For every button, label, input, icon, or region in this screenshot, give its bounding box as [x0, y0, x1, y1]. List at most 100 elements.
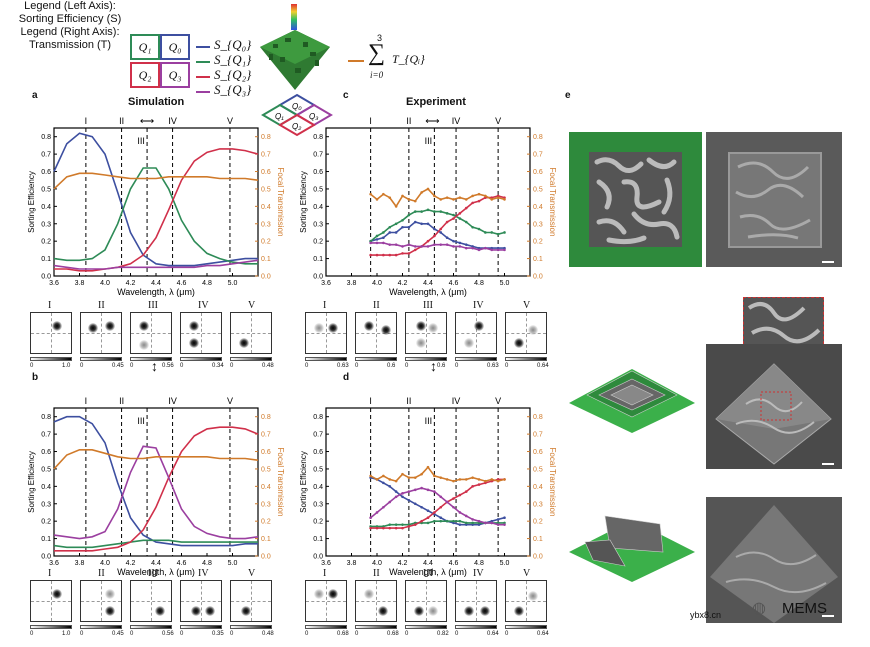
data-point [375, 511, 379, 514]
data-point [413, 245, 417, 248]
y-tick-label: 0.1 [313, 536, 323, 543]
data-point [394, 205, 398, 208]
x-tick-label: 5.0 [228, 280, 238, 287]
data-point [477, 483, 481, 486]
sem-top-view [706, 132, 842, 267]
data-point [369, 241, 372, 245]
y-tick-label: 0.3 [313, 501, 323, 508]
data-point [458, 217, 462, 220]
y2-tick-label: 0.8 [533, 134, 543, 141]
legend-line-q2 [196, 76, 210, 78]
x-tick-label: 3.8 [75, 560, 85, 567]
quadrant-divider-h [306, 333, 346, 334]
x-tick-label: 4.6 [177, 280, 187, 287]
quadrant-divider-h [181, 333, 221, 334]
colorbar [405, 357, 447, 361]
data-point [445, 236, 449, 239]
colorbar-max: 0.34 [212, 363, 224, 369]
spot-roman-label: IV [198, 300, 209, 311]
x-tick-label: 4.0 [372, 560, 382, 567]
colorbar-min: 0 [405, 631, 409, 637]
data-point [413, 248, 417, 252]
data-point [445, 243, 449, 246]
data-point [407, 476, 411, 479]
data-point [496, 248, 500, 252]
data-point [484, 194, 487, 198]
data-point [394, 231, 398, 234]
data-point [458, 478, 462, 481]
colorbar [230, 625, 272, 629]
data-point [407, 525, 411, 528]
data-point [452, 519, 455, 523]
data-point [382, 231, 385, 234]
data-point [452, 239, 455, 243]
series-line-t [53, 172, 259, 190]
colorbar [230, 357, 272, 361]
region-label: V [227, 116, 233, 126]
data-point [394, 490, 398, 493]
data-point [433, 519, 436, 523]
series-line-s_q0 [53, 415, 258, 547]
region-label: V [227, 396, 233, 406]
colorbar [30, 357, 72, 361]
quadrant-divider-h [456, 333, 496, 334]
series-line-s_q3 [53, 445, 259, 540]
data-point [477, 519, 481, 523]
data-point [471, 201, 474, 205]
data-point [439, 476, 443, 479]
arrow-horizontal: ⟷ [425, 116, 439, 127]
data-point [464, 246, 468, 250]
data-point [426, 239, 430, 243]
data-point [503, 478, 506, 481]
x-tick-label: 4.6 [177, 560, 187, 567]
colorbar-max: 1.0 [62, 631, 71, 637]
data-point [433, 227, 436, 231]
y-axis-label: Sorting Efficiency [27, 451, 36, 513]
data-point [433, 194, 436, 198]
y2-tick-label: 0.6 [533, 449, 543, 456]
data-point [375, 253, 379, 257]
data-point [439, 227, 443, 231]
y-tick-label: 0.8 [41, 134, 51, 141]
colorbar [80, 625, 122, 629]
spot-roman-label: I [48, 300, 52, 311]
y2-tick-label: 0.7 [261, 152, 271, 159]
y2-tick-label: 0.1 [533, 536, 543, 543]
spot-roman-label: III [148, 300, 158, 311]
y2-axis-label: Focal Transmission [276, 448, 285, 517]
y2-axis-label: Focal Transmission [548, 168, 557, 237]
quadrant-divider-h [306, 601, 346, 602]
data-point [413, 220, 417, 224]
x-tick-label: 3.6 [49, 560, 59, 567]
data-point [375, 478, 379, 481]
colorbar-max: 1.0 [62, 363, 71, 369]
x-tick-label: 4.8 [474, 280, 484, 287]
focal-spot-image [230, 312, 272, 354]
x-tick-label: 3.6 [321, 560, 331, 567]
data-point [375, 238, 379, 241]
sum-top: 3 [377, 33, 383, 43]
focal-spot-image [455, 312, 497, 354]
data-point [464, 243, 468, 246]
colorbar-max: 0.68 [387, 631, 399, 637]
data-point [407, 213, 411, 217]
quadrant-divider-h [356, 333, 396, 334]
data-point [426, 222, 430, 226]
spot-roman-label: V [248, 568, 256, 579]
colorbar-min: 0 [355, 363, 359, 369]
legend-line-q3 [196, 91, 210, 93]
data-point [484, 246, 487, 250]
x-tick-label: 4.6 [449, 280, 459, 287]
y-axis-label: Sorting Efficiency [299, 451, 308, 513]
colorbar [130, 625, 172, 629]
y2-tick-label: 0.6 [533, 169, 543, 176]
x-tick-label: 4.4 [151, 280, 161, 287]
quadrant-divider-h [131, 333, 171, 334]
data-point [375, 234, 379, 238]
colorbar-max: 0.63 [487, 363, 499, 369]
data-point [420, 486, 423, 490]
region-label: II [406, 116, 411, 126]
spot-roman-label: II [98, 568, 105, 579]
x-tick-label: 3.8 [75, 280, 85, 287]
focal-spot-image [305, 580, 347, 622]
